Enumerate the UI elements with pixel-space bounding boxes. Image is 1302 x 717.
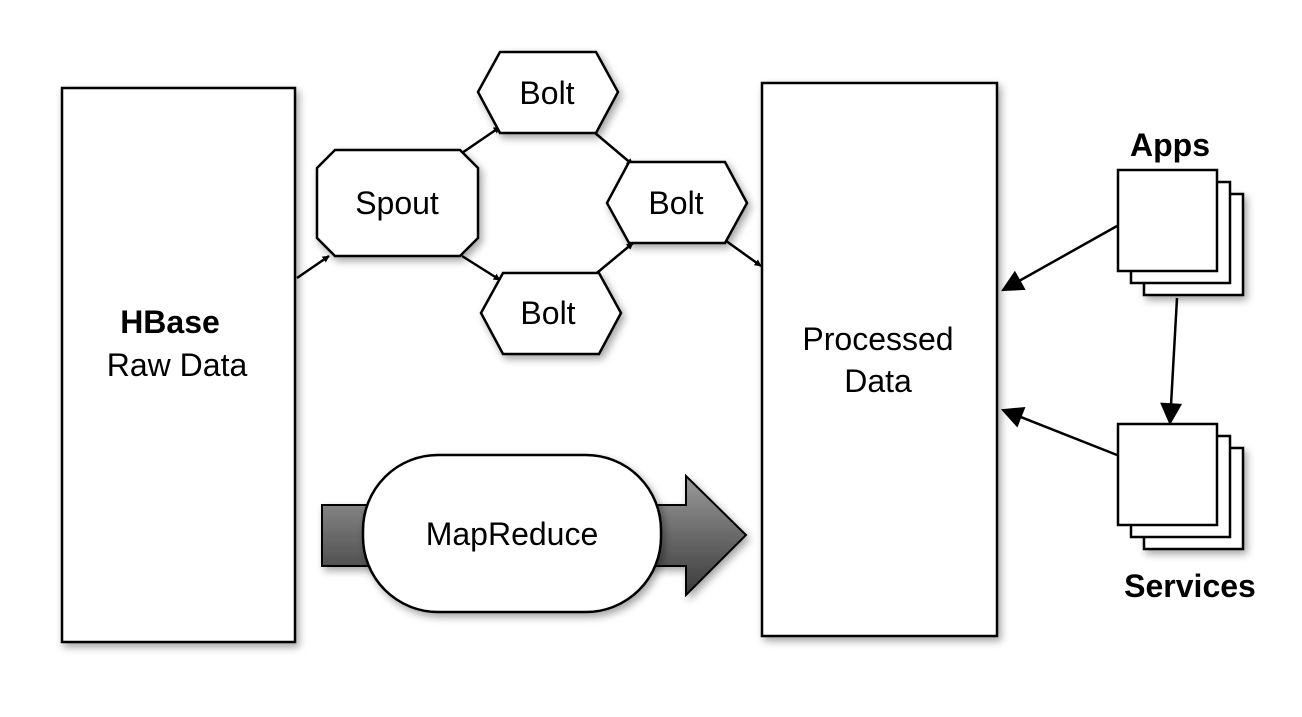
processed-label-line1: Processed xyxy=(802,321,953,357)
edge-services-to-processed xyxy=(1000,407,1118,457)
bolt-node-middle: Bolt xyxy=(605,160,749,245)
services-label: Services xyxy=(1124,568,1256,604)
spout-node: Spout xyxy=(315,148,480,258)
edge-bolt-bottom-to-bolt-mid xyxy=(591,242,634,278)
bolt-node-top: Bolt xyxy=(476,50,620,135)
hbase-raw-data-box: HBase Raw Data xyxy=(60,86,297,644)
topology-edges xyxy=(296,125,1183,457)
bolt-top-label: Bolt xyxy=(519,75,574,111)
edge-apps-to-services xyxy=(1160,297,1183,426)
edge-hbase-to-spout xyxy=(296,254,330,280)
edge-spout-to-bolt-bottom xyxy=(461,254,501,282)
edge-bolt-mid-to-processed xyxy=(721,236,762,268)
processed-data-box: Processed Data xyxy=(760,81,999,638)
processed-label-line2: Data xyxy=(844,363,912,399)
mapreduce-arrow: MapReduce xyxy=(321,453,748,614)
services-document-stack: Services xyxy=(1116,422,1256,604)
bolt-middle-label: Bolt xyxy=(648,185,703,221)
bolt-bottom-label: Bolt xyxy=(520,295,575,331)
hbase-subtitle: Raw Data xyxy=(107,347,248,383)
bolt-node-bottom: Bolt xyxy=(479,271,623,356)
hbase-title: HBase xyxy=(120,304,220,340)
spout-label: Spout xyxy=(355,185,439,221)
apps-label: Apps xyxy=(1130,127,1210,163)
mapreduce-node xyxy=(361,453,663,614)
apps-document-stack: Apps xyxy=(1116,127,1245,297)
mapreduce-label: MapReduce xyxy=(426,516,599,552)
edge-spout-to-bolt-top xyxy=(461,125,501,155)
edge-apps-to-processed xyxy=(1001,224,1118,292)
